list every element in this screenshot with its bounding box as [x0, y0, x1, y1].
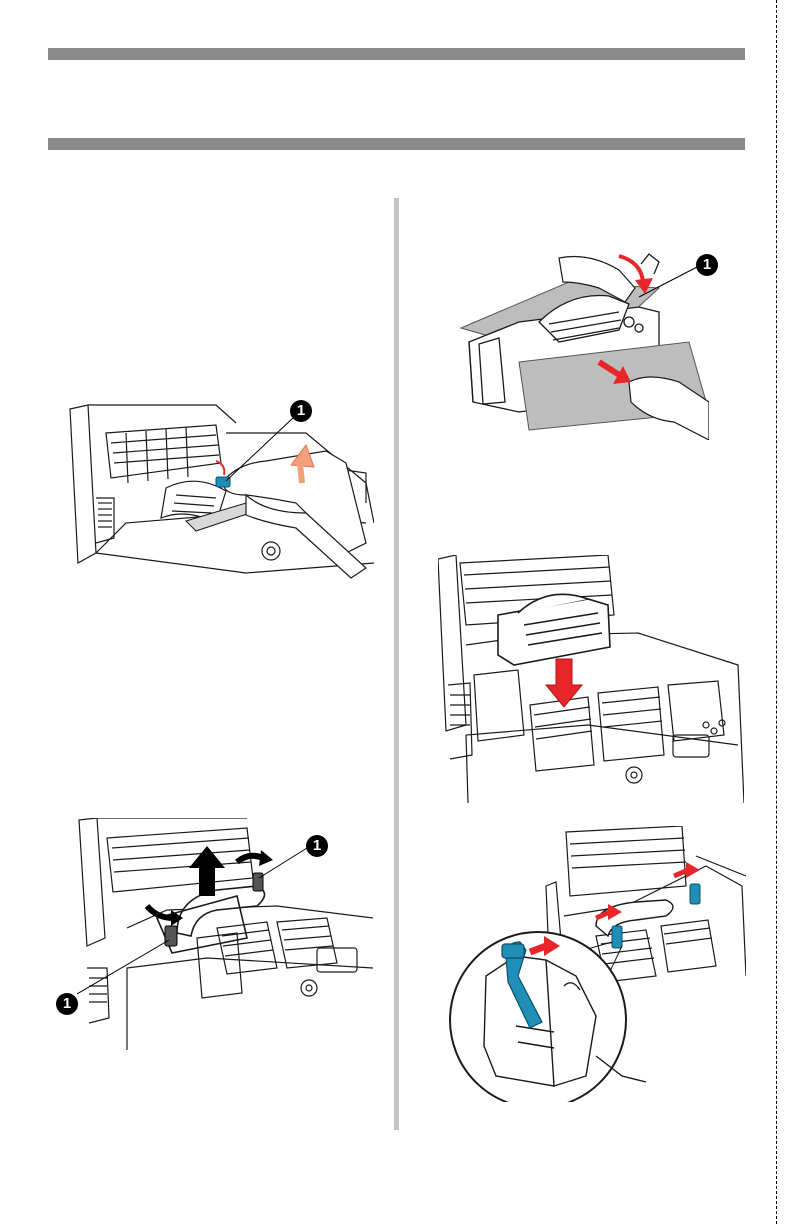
lock-lever-icon	[612, 926, 622, 948]
fuser-lever-icon	[216, 477, 230, 487]
callout-marker: 1	[306, 835, 328, 857]
callout-marker: 1	[56, 993, 78, 1015]
column-divider	[394, 198, 399, 1130]
printer-interior-icon	[446, 826, 746, 1102]
callout-marker: 1	[290, 400, 312, 422]
lever-arrow-icon	[147, 906, 173, 918]
down-arrow-icon	[546, 659, 582, 707]
fuser-unit-icon	[498, 594, 610, 665]
printer-interior-icon	[77, 818, 373, 1050]
fuser-lock-levers-illustration	[446, 826, 746, 1102]
callout-marker: 1	[696, 254, 718, 276]
fuser-lift-out-illustration	[77, 818, 373, 1050]
paper-removal-from-fuser-illustration	[459, 252, 709, 440]
cut-line	[776, 0, 777, 1224]
lock-lever-icon	[690, 884, 700, 904]
fuser-unit-icon	[459, 252, 709, 440]
fuser-lever-unlock-illustration	[66, 403, 374, 598]
printer-interior-icon	[66, 403, 374, 598]
printer-interior-icon	[438, 555, 744, 803]
header-rule-top	[48, 48, 745, 60]
fuser-reinsert-illustration	[438, 555, 744, 803]
header-rule-bottom	[48, 138, 745, 150]
